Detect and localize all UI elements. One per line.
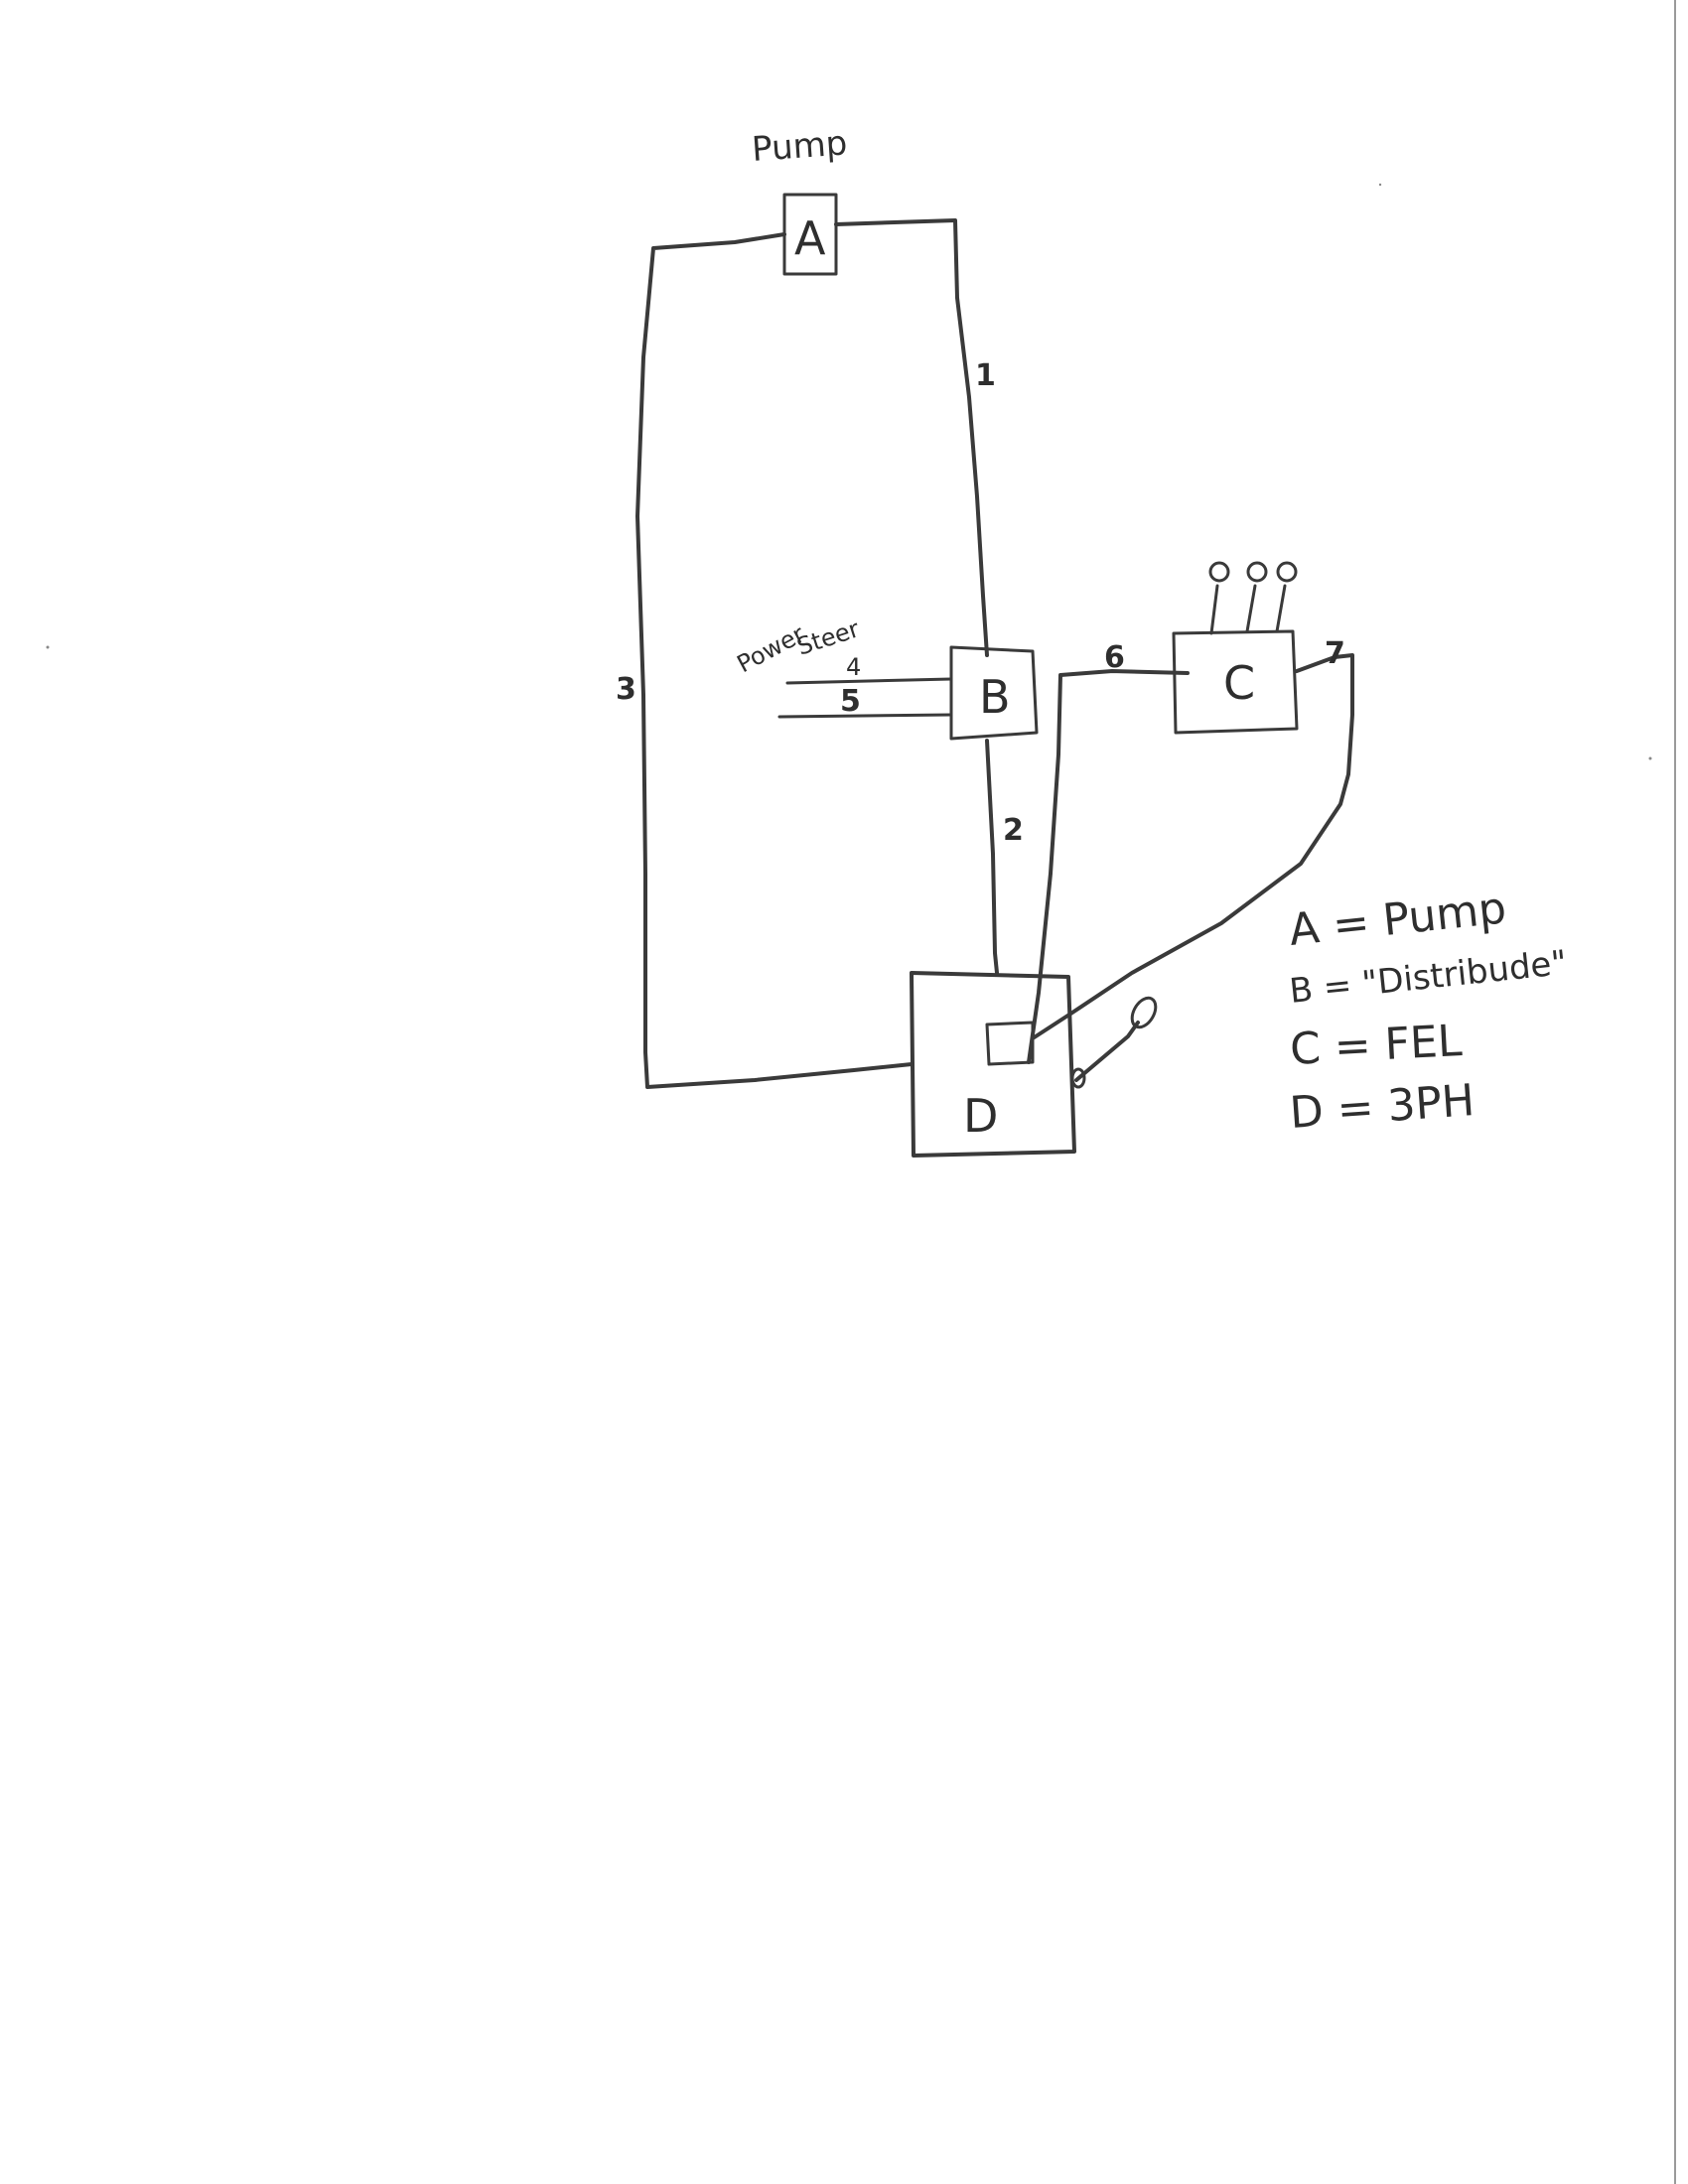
legend: A = Pump B = "Distribude" C = FEL D = 3P… (1287, 883, 1569, 1139)
pipe-4-label: 4 (846, 653, 861, 681)
component-d: D (910, 971, 1158, 1158)
legend-item-a: A = Pump (1287, 883, 1509, 956)
pipe-2-label: 2 (1003, 813, 1024, 848)
component-a: A (782, 193, 838, 276)
pipe-2-line (985, 739, 999, 975)
component-a-label: A (794, 211, 826, 265)
legend-item-c: C = FEL (1289, 1016, 1464, 1075)
pipe-3-line (635, 232, 914, 1089)
pipe-1-line (834, 218, 989, 657)
pipe-5-label: 5 (840, 684, 861, 719)
pipe-4-line (785, 677, 953, 685)
scan-speck (1378, 183, 1382, 187)
legend-item-b: B = "Distribude" (1288, 943, 1569, 1012)
component-c-label: C (1223, 656, 1255, 710)
pipe-6-line (1027, 669, 1190, 1064)
pipe-1-label: 1 (975, 358, 996, 393)
component-b-label: B (979, 670, 1011, 724)
pipe-7-line (1031, 653, 1354, 1040)
pipe-7-label: 7 (1325, 636, 1345, 671)
component-c: C (1172, 561, 1299, 735)
scan-speck (46, 645, 50, 649)
pipe-6-label: 6 (1104, 640, 1125, 675)
component-d-label: D (963, 1089, 998, 1143)
component-b: B (949, 645, 1039, 741)
scan-speck (1648, 756, 1652, 760)
pump-title: Pump (751, 123, 849, 170)
legend-item-d: D = 3PH (1288, 1075, 1476, 1139)
pipe-5-line (777, 713, 953, 719)
pipe-3-label: 3 (616, 672, 636, 707)
